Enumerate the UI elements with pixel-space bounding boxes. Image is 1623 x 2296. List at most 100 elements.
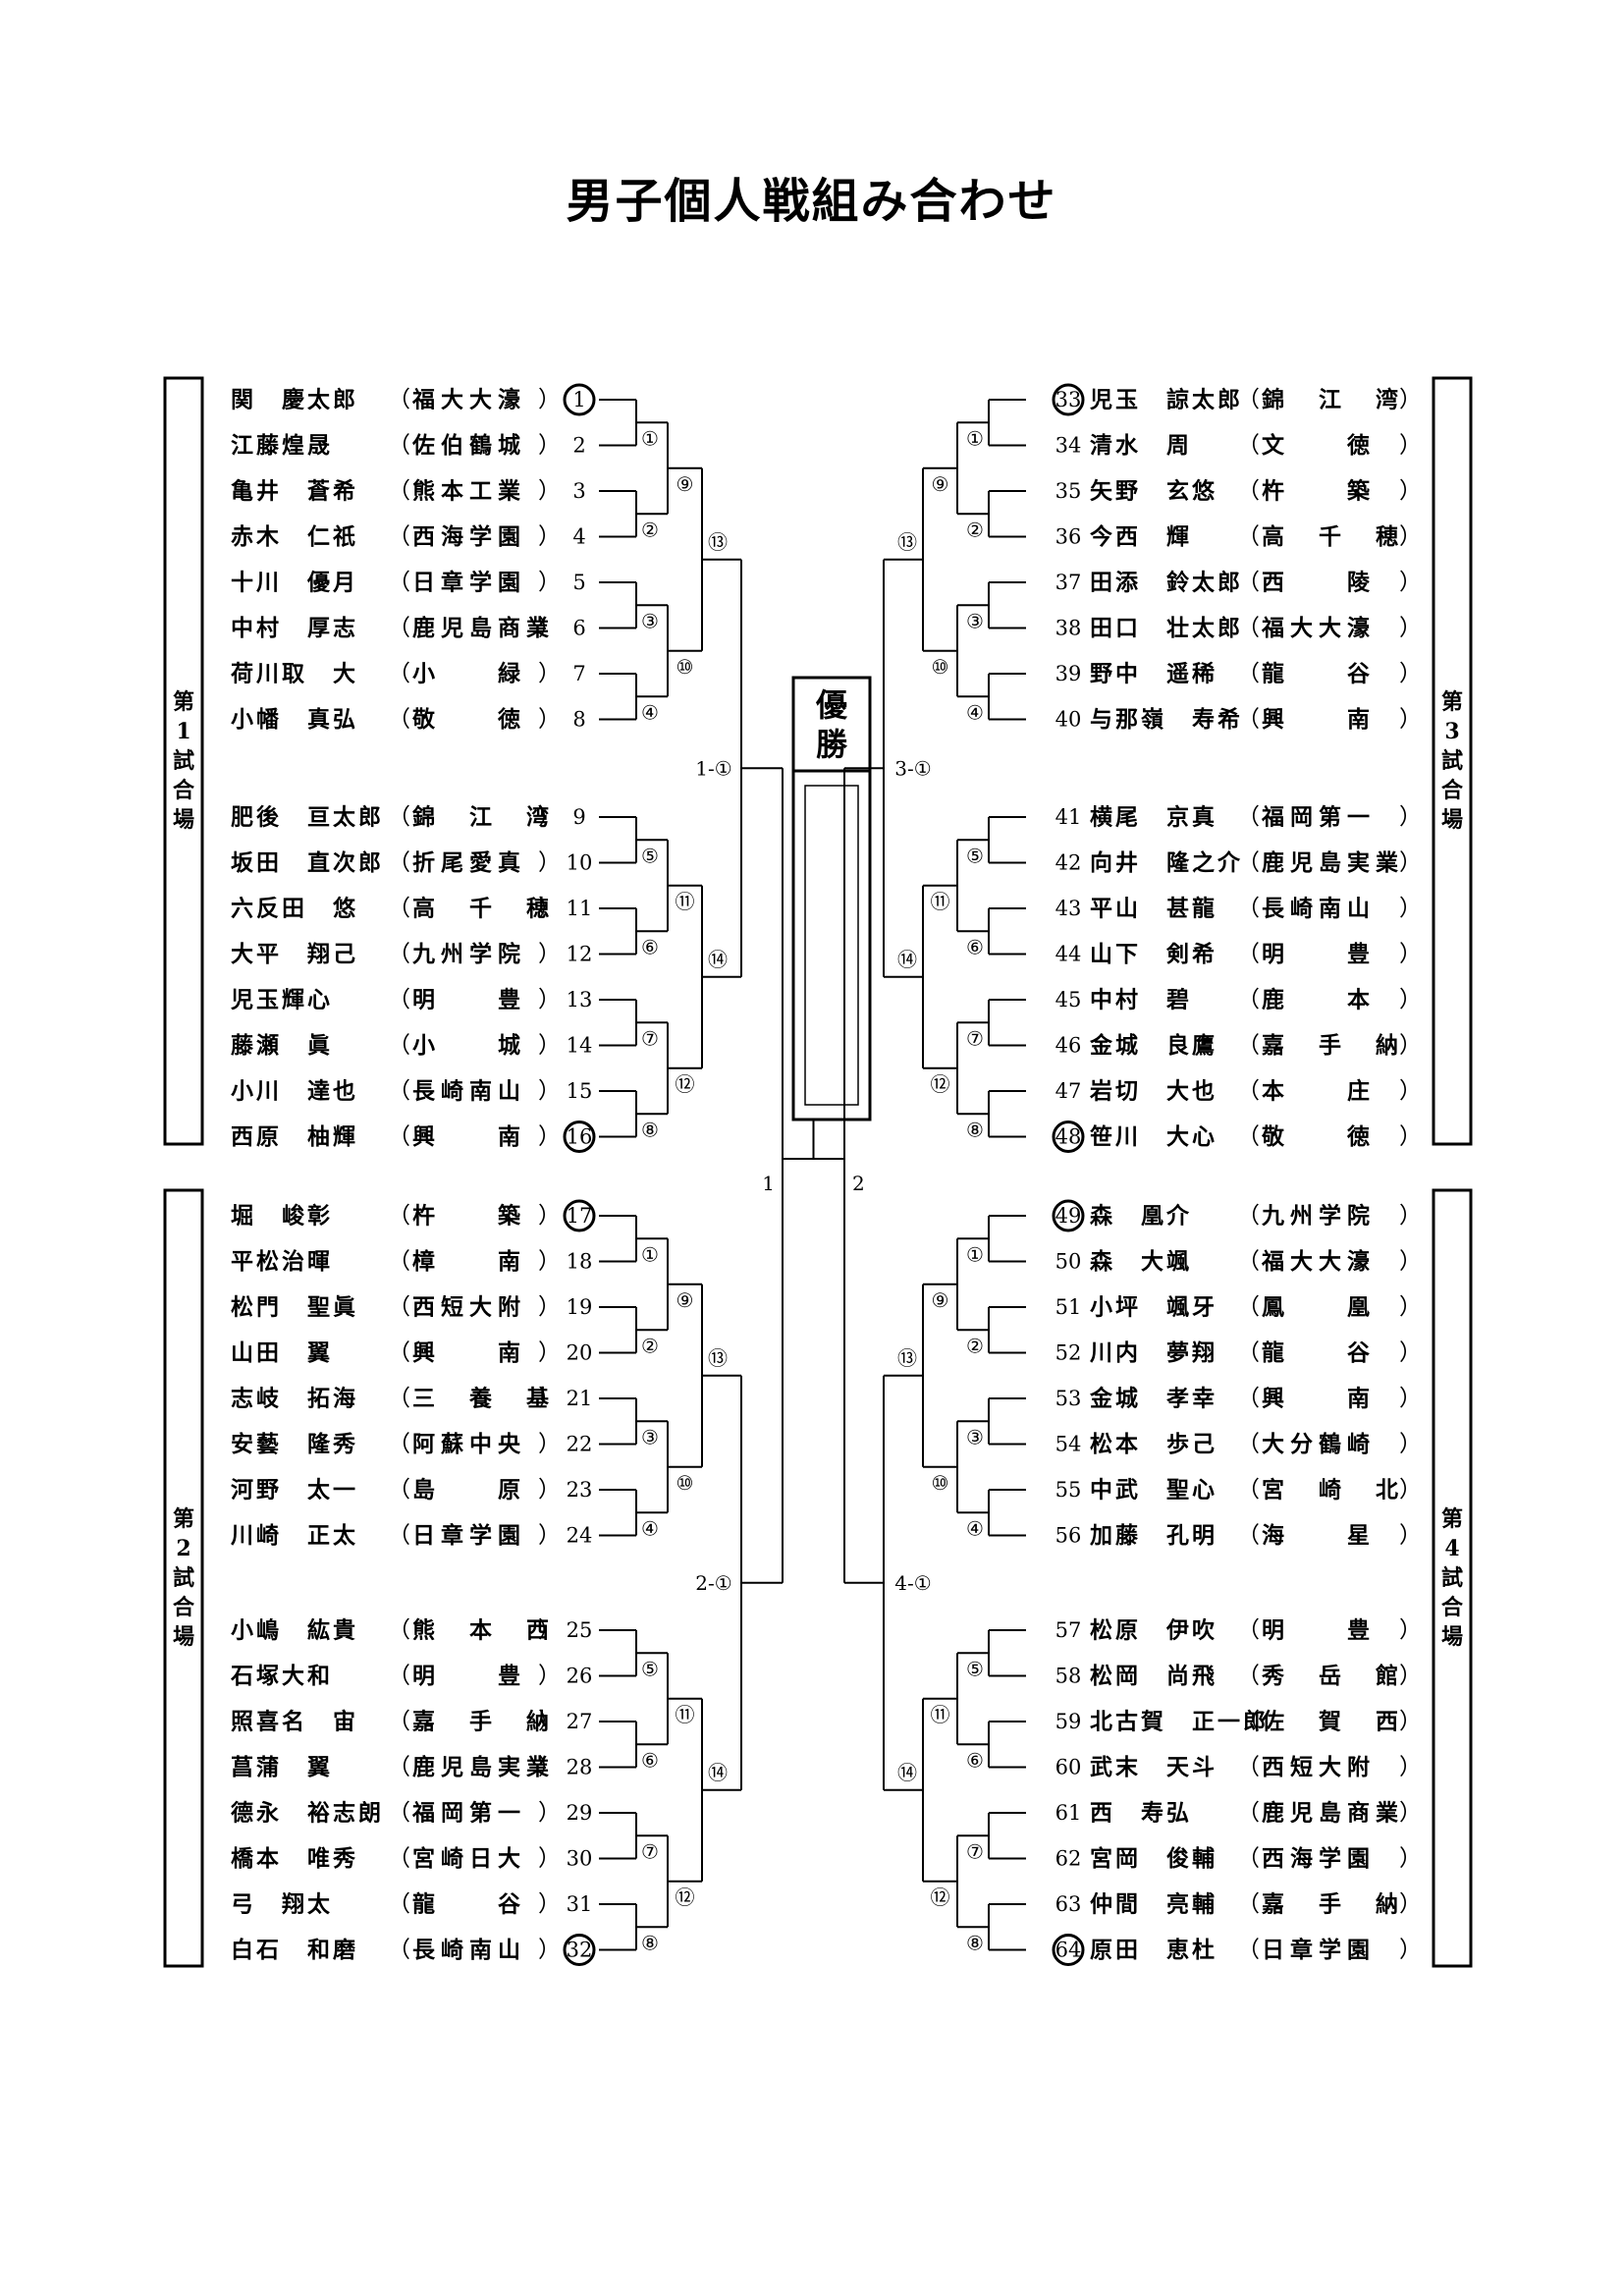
paren-close: ） — [538, 1249, 561, 1275]
player-name: 野中 遥稀 — [1090, 661, 1217, 687]
player-name: 森 大颯 — [1090, 1248, 1192, 1275]
player-number: 20 — [567, 1341, 593, 1365]
player-school: 九州学院 — [1261, 1203, 1376, 1230]
paren-open: （ — [388, 1386, 410, 1411]
paren-open: （ — [1237, 707, 1260, 733]
player-number: 41 — [1055, 805, 1082, 829]
venue-label-char: 第 — [1441, 1506, 1463, 1532]
player-school: 龍 谷 — [1262, 1339, 1376, 1366]
seed-circle — [1052, 1121, 1085, 1153]
player-number: 3 — [572, 479, 585, 503]
player-school: 高 千 穂 — [412, 896, 555, 922]
match-label: ⑧ — [641, 1931, 659, 1954]
paren-close: ） — [1399, 1891, 1422, 1917]
match-label: ⑩ — [676, 1471, 694, 1495]
player-school: 日章学園 — [412, 570, 526, 596]
player-school: 三 養 基 — [412, 1386, 555, 1412]
venue-label-char: 合 — [173, 1595, 195, 1620]
paren-open: （ — [1237, 1523, 1260, 1549]
venue-box — [163, 376, 204, 1146]
match-label: ⑬ — [897, 530, 917, 554]
paren-close: ） — [538, 1294, 561, 1320]
player-name: 志岐 拓海 — [231, 1386, 358, 1412]
player-name: 河野 太一 — [231, 1477, 358, 1503]
paren-close: ） — [1399, 1664, 1422, 1689]
match-label: ⑨ — [676, 1288, 694, 1312]
semifinal-label: 1-① — [695, 756, 731, 780]
player-name: 小坪 颯牙 — [1090, 1294, 1217, 1321]
paren-open: （ — [388, 1800, 410, 1826]
paren-close: ） — [538, 804, 561, 830]
paren-open: （ — [1237, 616, 1260, 641]
player-name: 松岡 尚飛 — [1090, 1663, 1217, 1689]
player-name: 西原 柚輝 — [231, 1123, 358, 1150]
player-name: 荷川取 大 — [231, 661, 358, 687]
match-label: ⑪ — [931, 890, 950, 913]
player-number: 15 — [567, 1079, 593, 1103]
player-school: 鳳 凰 — [1262, 1294, 1376, 1321]
player-name: 矢野 玄悠 — [1090, 478, 1217, 505]
player-name: 十川 優月 — [231, 570, 358, 596]
player-school: 錦 江 湾 — [412, 804, 555, 831]
paren-open: （ — [1237, 1891, 1260, 1917]
paren-close: ） — [538, 1078, 561, 1104]
player-number: 32 — [567, 1939, 593, 1962]
paren-open: （ — [388, 1203, 410, 1229]
paren-open: （ — [388, 850, 410, 876]
player-name: 川崎 正太 — [231, 1522, 358, 1549]
player-number: 29 — [567, 1801, 593, 1825]
player-name: 堀 峻彰 — [231, 1203, 333, 1230]
paren-open: （ — [388, 616, 410, 641]
player-school: 鹿児島実業 — [412, 1754, 555, 1780]
paren-open: （ — [388, 1617, 410, 1643]
player-number: 59 — [1055, 1710, 1082, 1733]
player-name: 横尾 京真 — [1090, 804, 1217, 831]
paren-open: （ — [388, 1523, 410, 1549]
player-name: 金城 良鷹 — [1089, 1032, 1217, 1059]
paren-open: （ — [388, 387, 410, 412]
paren-close: ） — [1399, 478, 1422, 504]
match-label: ⑬ — [708, 530, 728, 554]
paren-close: ） — [1399, 1755, 1422, 1780]
venue-label-char: 試 — [173, 1565, 194, 1591]
match-label: ⑦ — [641, 1839, 659, 1863]
venue-label-char: 3 — [1444, 719, 1459, 744]
match-label: ② — [966, 1334, 984, 1357]
player-name: 児玉 諒太郎 — [1089, 387, 1243, 413]
paren-open: （ — [388, 1709, 410, 1734]
player-school: 西海学園 — [412, 523, 526, 550]
paren-open: （ — [1237, 804, 1260, 830]
player-number: 33 — [1055, 388, 1082, 411]
paren-open: （ — [1237, 1432, 1260, 1457]
paren-close: ） — [538, 616, 561, 641]
player-number: 46 — [1055, 1034, 1082, 1058]
player-number: 64 — [1055, 1939, 1082, 1962]
paren-close: ） — [538, 1477, 561, 1503]
player-name: 田口 壮太郎 — [1090, 615, 1243, 641]
player-school: 福大大濠 — [1261, 1248, 1376, 1275]
paren-open: （ — [388, 1664, 410, 1689]
player-school: 長崎南山 — [412, 1937, 526, 1963]
player-number: 40 — [1055, 708, 1082, 732]
player-school: 阿蘇中央 — [412, 1431, 526, 1457]
venue-label-char: 4 — [1444, 1536, 1459, 1561]
player-name: 松本 歩己 — [1090, 1431, 1217, 1457]
player-school: 龍 谷 — [412, 1891, 526, 1918]
paren-close: ） — [1399, 1203, 1422, 1229]
paren-open: （ — [1237, 1203, 1260, 1229]
player-name: 安藝 隆秀 — [231, 1431, 358, 1457]
paren-close: ） — [538, 1664, 561, 1689]
player-number: 11 — [567, 897, 593, 920]
player-number: 12 — [567, 943, 593, 966]
venue-label-char: 合 — [1441, 1595, 1464, 1620]
paren-close: ） — [1399, 616, 1422, 641]
player-name: 亀井 蒼希 — [231, 478, 358, 505]
match-label: ⑭ — [708, 948, 728, 971]
paren-open: （ — [1237, 1617, 1260, 1643]
player-number: 17 — [567, 1204, 593, 1228]
paren-open: （ — [1237, 1124, 1260, 1150]
player-school: 佐 賀 西 — [1261, 1709, 1404, 1735]
match-label: ⑩ — [932, 1471, 949, 1495]
paren-open: （ — [1237, 850, 1260, 876]
venue-label-char: 1 — [176, 719, 190, 744]
